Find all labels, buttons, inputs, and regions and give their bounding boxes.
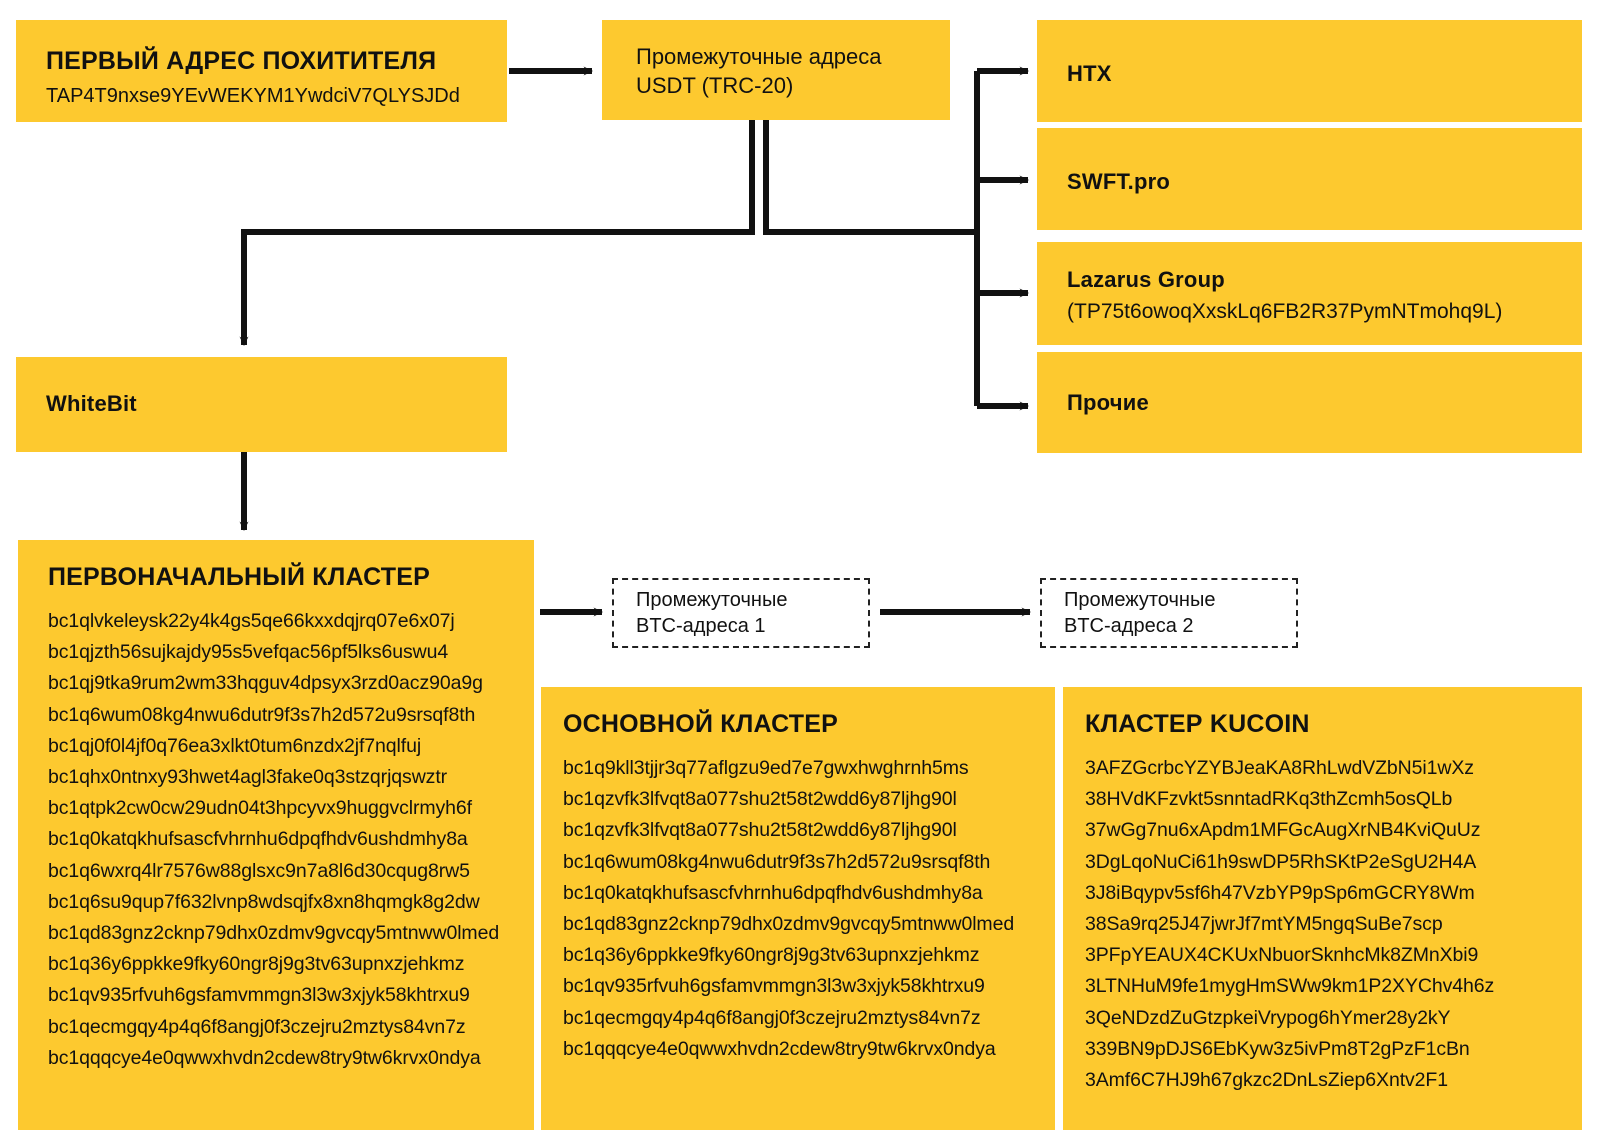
address-item: bc1qjzth56sujkajdy95s5vefqac56pf5lks6usw… xyxy=(48,641,449,664)
kucoin-cluster-address-list: 3AFZGcrbcYZYBJeaKA8RhLwdVZbN5i1wXz 38HVdK… xyxy=(1085,753,1564,1096)
address-item: bc1qzvfk3lfvqt8a077shu2t58t2wdd6y87ljhg9… xyxy=(563,788,957,811)
address-item: bc1q6wum08kg4nwu6dutr9f3s7h2d572u9srsqf8… xyxy=(563,850,991,873)
btc2-text: Промежуточные BTC-адреса 2 xyxy=(1064,587,1215,639)
kucoin-cluster-title: КЛАСТЕР KUCOIN xyxy=(1085,710,1310,738)
connector-usdt-to-whitebit xyxy=(239,120,755,346)
btc2-line-2: BTC-адреса 2 xyxy=(1064,615,1194,637)
address-item: bc1qlvkeleysk22y4k4gs5qe66kxxdqjrq07e6x0… xyxy=(48,610,455,632)
address-item: bc1q0katqkhufsascfvhrnhu6dpqfhdv6ushdmhy… xyxy=(563,881,983,904)
node-swft[interactable]: SWFT.pro xyxy=(1037,128,1582,230)
address-item: 3J8iBqypv5sf6h47VzbYP9pSp6mGCRY8Wm xyxy=(1085,881,1475,904)
address-item: 3Amf6C7HJ9h67gkzc2DnLsZiep6Xntv2F1 xyxy=(1085,1069,1448,1092)
address-item: bc1qd83gnz2cknp79dhx0zdmv9gvcqy5mtnww0lm… xyxy=(563,913,1015,936)
address-item: bc1qecmgqy4p4q6f8angj0f3czejru2mztys84vn… xyxy=(48,1015,466,1038)
main-cluster-title: ОСНОВНОЙ КЛАСТЕР xyxy=(563,710,838,738)
htx-title: HTX xyxy=(1067,61,1112,86)
node-intermediate-usdt[interactable]: Промежуточные адреса USDT (TRC-20) xyxy=(602,20,950,120)
address-item: 339BN9pDJS6EbKyw3z5ivPm8T2gPzF1cBn xyxy=(1085,1037,1470,1060)
address-item: bc1qqqcye4e0qwwxhvdn2cdew8try9tw6krvx0nd… xyxy=(48,1046,481,1069)
swft-title: SWFT.pro xyxy=(1067,169,1171,194)
address-item: bc1qqqcye4e0qwwxhvdn2cdew8try9tw6krvx0nd… xyxy=(563,1037,996,1060)
lazarus-address: (TP75t6owoqXxskLq6FB2R37PymNTmohq9L) xyxy=(1067,300,1503,323)
address-item: bc1q6wum08kg4nwu6dutr9f3s7h2d572u9srsqf8… xyxy=(48,703,476,726)
address-item: 3QeNDzdZuGtzpkeiVrypog6hYmer28y2kY xyxy=(1085,1006,1451,1029)
address-item: bc1q6wxrq4lr7576w88glsxc9n7a8l6d30cqug8r… xyxy=(48,859,470,882)
node-lazarus-group[interactable]: Lazarus Group (TP75t6owoqXxskLq6FB2R37Py… xyxy=(1037,242,1582,345)
address-item: bc1q36y6ppkke9fky60ngr8j9g3tv63upnxzjehk… xyxy=(48,953,465,976)
address-item: bc1q36y6ppkke9fky60ngr8j9g3tv63upnxzjehk… xyxy=(563,944,980,967)
initial-cluster-title: ПЕРВОНАЧАЛЬНЫЙ КЛАСТЕР xyxy=(48,563,430,591)
address-item: bc1qj9tka9rum2wm33hqguv4dpsyx3rzd0acz90a… xyxy=(48,672,483,695)
address-item: bc1q9kll3tjjr3q77aflgzu9ed7e7gwxhwghrnh5… xyxy=(563,757,969,779)
btc1-line-1: Промежуточные xyxy=(636,589,788,611)
address-item: bc1qecmgqy4p4q6f8angj0f3czejru2mztys84vn… xyxy=(563,1006,981,1029)
initial-cluster-address-list: bc1qlvkeleysk22y4k4gs5qe66kxxdqjrq07e6x0… xyxy=(48,606,516,1074)
main-cluster-address-list: bc1q9kll3tjjr3q77aflgzu9ed7e7gwxhwghrnh5… xyxy=(563,753,1037,1065)
btc1-text: Промежуточные BTC-адреса 1 xyxy=(636,587,787,639)
first-address-title: ПЕРВЫЙ АДРЕС ПОХИТИТЕЛЯ xyxy=(46,47,437,75)
address-item: bc1qj0f0l4jf0q76ea3xlkt0tum6nzdx2jf7nqlf… xyxy=(48,734,422,757)
address-item: bc1q0katqkhufsascfvhrnhu6dpqfhdv6ushdmhy… xyxy=(48,828,468,851)
address-item: bc1qzvfk3lfvqt8a077shu2t58t2wdd6y87ljhg9… xyxy=(563,819,957,842)
node-first-address[interactable]: ПЕРВЫЙ АДРЕС ПОХИТИТЕЛЯ TAP4T9nxse9YEvWE… xyxy=(16,20,507,122)
usdt-line-2: USDT (TRC-20) xyxy=(636,73,794,98)
node-whitebit[interactable]: WhiteBit xyxy=(16,357,507,452)
node-btc-intermediate-2[interactable]: Промежуточные BTC-адреса 2 xyxy=(1040,578,1298,648)
other-title: Прочие xyxy=(1067,390,1149,415)
address-item: 38HVdKFzvkt5snntadRKq3thZcmh5osQLb xyxy=(1085,788,1453,811)
address-item: 3DgLqoNuCi61h9swDP5RhSKtP2eSgU2H4A xyxy=(1085,850,1477,873)
address-item: 3AFZGcrbcYZYBJeaKA8RhLwdVZbN5i1wXz xyxy=(1085,757,1474,779)
lazarus-title: Lazarus Group xyxy=(1067,267,1225,292)
node-kucoin-cluster[interactable]: КЛАСТЕР KUCOIN 3AFZGcrbcYZYBJeaKA8RhLwdV… xyxy=(1063,687,1582,1130)
address-item: 3LTNHuM9fe1mygHmSWw9km1P2XYChv4h6z xyxy=(1085,975,1495,998)
address-item: bc1qd83gnz2cknp79dhx0zdmv9gvcqy5mtnww0lm… xyxy=(48,922,500,945)
address-item: 3PFpYEAUX4CKUxNbuorSknhcMk8ZMnXbi9 xyxy=(1085,944,1479,967)
btc2-line-1: Промежуточные xyxy=(1064,589,1216,611)
whitebit-title: WhiteBit xyxy=(46,391,137,416)
node-initial-cluster[interactable]: ПЕРВОНАЧАЛЬНЫЙ КЛАСТЕР bc1qlvkeleysk22y4… xyxy=(18,540,534,1130)
address-item: bc1q6su9qup7f632lvnp8wdsqjfx8xn8hqmgk8g2… xyxy=(48,890,480,913)
btc1-line-2: BTC-адреса 1 xyxy=(636,615,766,637)
node-htx[interactable]: HTX xyxy=(1037,20,1582,122)
node-btc-intermediate-1[interactable]: Промежуточные BTC-адреса 1 xyxy=(612,578,870,648)
address-item: bc1qv935rfvuh6gsfamvmmgn3l3w3xjyk58khtrx… xyxy=(563,975,985,998)
address-item: 37wGg7nu6xApdm1MFGcAugXrNB4KviQuUz xyxy=(1085,819,1481,842)
address-item: 38Sa9rq25J47jwrJf7mtYM5ngqSuBe7scp xyxy=(1085,913,1443,936)
node-other[interactable]: Прочие xyxy=(1037,352,1582,453)
address-item: bc1qv935rfvuh6gsfamvmmgn3l3w3xjyk58khtrx… xyxy=(48,984,470,1007)
address-item: bc1qtpk2cw0cw29udn04t3hpcyvx9huggvclrmyh… xyxy=(48,797,472,820)
connector-usdt-right-trunk xyxy=(763,120,977,235)
node-main-cluster[interactable]: ОСНОВНОЙ КЛАСТЕР bc1q9kll3tjjr3q77aflgzu… xyxy=(541,687,1055,1130)
usdt-line-1: Промежуточные адреса xyxy=(636,44,882,69)
address-item: bc1qhx0ntnxy93hwet4agl3fake0q3stzqrjqswz… xyxy=(48,766,448,789)
first-address-value: TAP4T9nxse9YEvWEKYM1YwdciV7QLYSJDd xyxy=(46,85,460,107)
